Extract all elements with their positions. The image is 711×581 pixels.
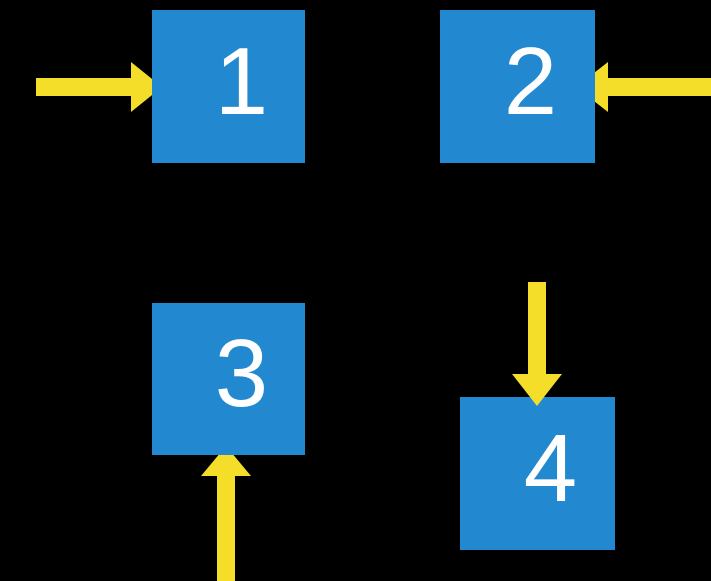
arrow-into-node-4 xyxy=(511,282,563,406)
arrow-into-node-1 xyxy=(36,61,162,113)
arrow-into-node-2 xyxy=(576,61,711,113)
diagram-node-4-label: 4 xyxy=(523,414,578,522)
diagram-node-4[interactable]: 4 xyxy=(460,397,615,550)
diagram-node-1-label: 1 xyxy=(214,27,269,135)
diagram-node-2-label: 2 xyxy=(503,27,558,135)
diagram-node-1[interactable]: 1 xyxy=(152,10,305,163)
diagram-node-2[interactable]: 2 xyxy=(440,10,595,163)
arrow-into-node-3 xyxy=(200,446,252,581)
diagram-node-3-label: 3 xyxy=(214,320,269,427)
diagram-node-3[interactable]: 3 xyxy=(152,303,305,455)
